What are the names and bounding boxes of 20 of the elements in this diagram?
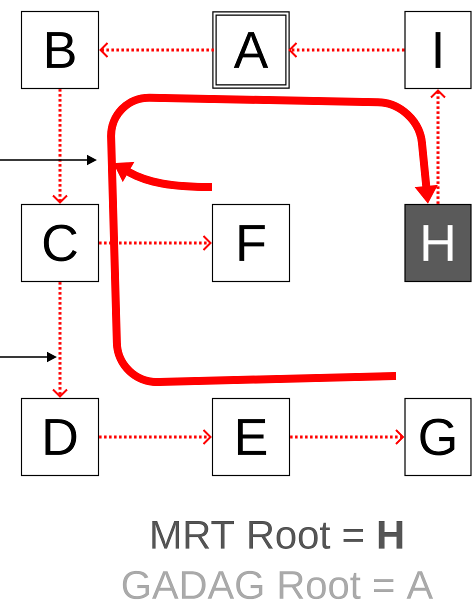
arrow bbox=[99, 42, 214, 58]
plain-box: G bbox=[404, 398, 472, 476]
plain-box: I bbox=[404, 10, 472, 90]
root-box: A bbox=[212, 11, 290, 89]
arrow bbox=[290, 429, 404, 445]
plain-box: B bbox=[20, 10, 100, 90]
caption-text: GADAG Root = A bbox=[122, 570, 434, 600]
plain-box: E bbox=[212, 398, 290, 476]
arrow bbox=[52, 282, 68, 398]
caption-text: MRT Root = H bbox=[152, 521, 402, 549]
arrow bbox=[288, 42, 404, 58]
arrow bbox=[99, 429, 212, 445]
plain-box: D bbox=[20, 398, 100, 476]
plain-box: F bbox=[212, 204, 290, 282]
thick-arrow bbox=[107, 94, 438, 386]
arrow bbox=[52, 89, 68, 204]
arrow bbox=[99, 235, 212, 251]
arrow bbox=[430, 89, 446, 204]
plain-box: C bbox=[20, 204, 100, 282]
dark-box: H bbox=[404, 204, 472, 282]
